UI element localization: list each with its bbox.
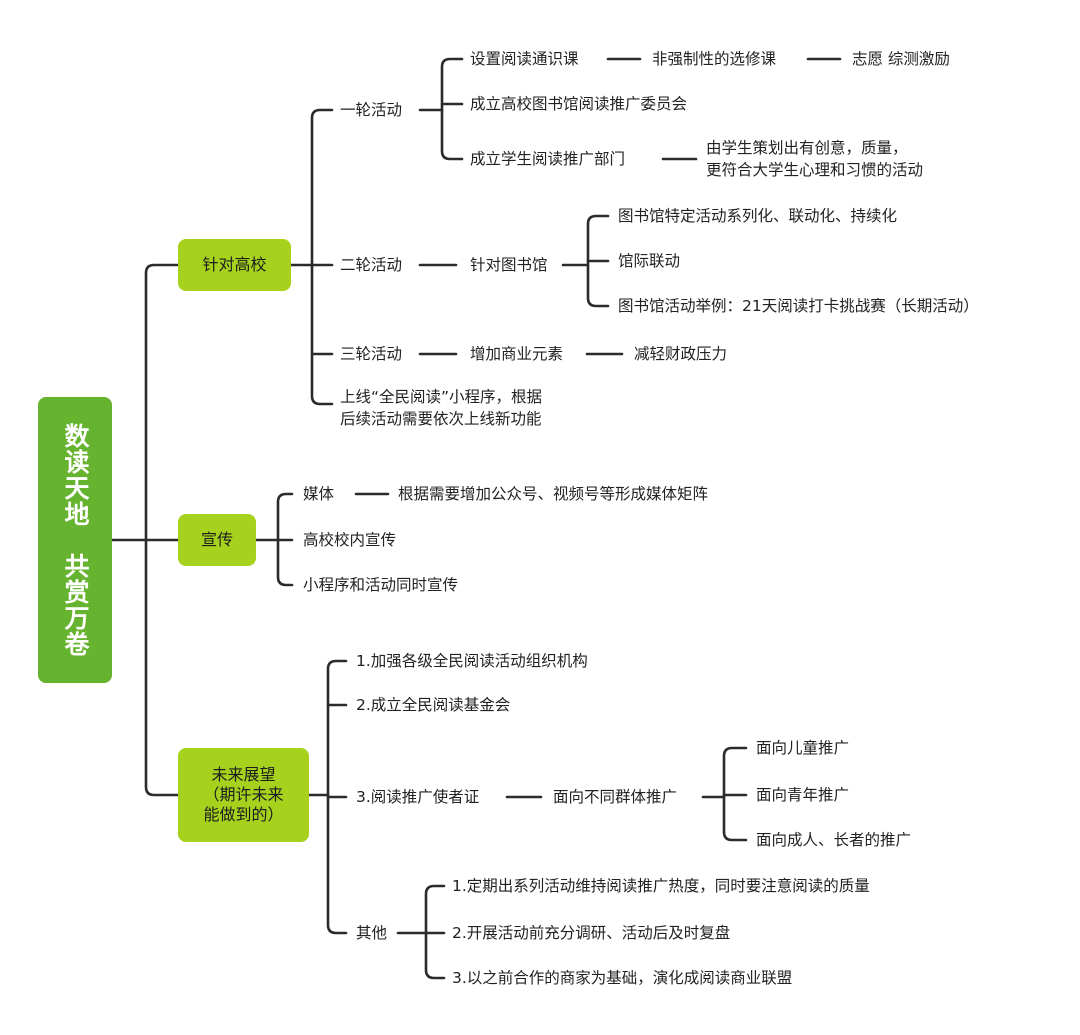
node-student-planning-line1[interactable]: 由学生策划出有创意，质量， [706, 139, 908, 157]
node-media-matrix[interactable]: 根据需要增加公众号、视频号等形成媒体矩阵 [398, 485, 709, 503]
node-other-2[interactable]: 2.开展活动前充分调研、活动后及时复盘 [452, 924, 731, 942]
node-promotion-committee[interactable]: 成立高校图书馆阅读推广委员会 [470, 95, 688, 113]
branch-future[interactable]: 未来展望 （期许未来 能做到的） [178, 748, 309, 842]
node-diverse-groups[interactable]: 面向不同群体推广 [553, 788, 678, 806]
node-future-1[interactable]: 1.加强各级全民阅读活动组织机构 [356, 652, 588, 670]
node-for-library[interactable]: 针对图书馆 [470, 256, 548, 274]
node-miniapp-line1[interactable]: 上线“全民阅读”小程序，根据 [340, 388, 543, 406]
node-group-children[interactable]: 面向儿童推广 [756, 739, 850, 757]
branch-universities[interactable]: 针对高校 [178, 239, 291, 291]
node-reduce-finance-pressure[interactable]: 减轻财政压力 [634, 345, 728, 363]
node-other[interactable]: 其他 [356, 924, 388, 942]
root-title: 数读天地 共赏万卷 [61, 423, 90, 657]
node-round3[interactable]: 三轮活动 [340, 345, 403, 363]
node-elective-course[interactable]: 非强制性的选修课 [652, 50, 777, 68]
node-library-series[interactable]: 图书馆特定活动系列化、联动化、持续化 [618, 207, 898, 225]
node-volunteer-incentive[interactable]: 志愿 综测激励 [852, 50, 950, 68]
node-future-3[interactable]: 3.阅读推广使者证 [356, 788, 480, 806]
node-miniapp-publicity[interactable]: 小程序和活动同时宣传 [303, 576, 459, 594]
branch-publicity[interactable]: 宣传 [178, 514, 256, 566]
node-round1[interactable]: 一轮活动 [340, 101, 403, 119]
root-node[interactable]: 数读天地 共赏万卷 [38, 397, 112, 683]
node-literacy-course[interactable]: 设置阅读通识课 [470, 50, 579, 68]
node-inter-library[interactable]: 馆际联动 [618, 252, 681, 270]
branch-universities-label: 针对高校 [202, 255, 267, 274]
node-group-youth[interactable]: 面向青年推广 [756, 786, 850, 804]
branch-future-label-line1: 未来展望 [211, 765, 276, 784]
node-future-2[interactable]: 2.成立全民阅读基金会 [356, 696, 511, 714]
node-miniapp-line2[interactable]: 后续活动需要依次上线新功能 [340, 410, 542, 428]
node-library-example[interactable]: 图书馆活动举例：21天阅读打卡挑战赛（长期活动） [618, 297, 979, 315]
node-student-department[interactable]: 成立学生阅读推广部门 [470, 150, 626, 168]
branch-future-label-line2: （期许未来 [203, 785, 284, 804]
node-media[interactable]: 媒体 [303, 485, 335, 503]
node-campus-publicity[interactable]: 高校校内宣传 [303, 531, 397, 549]
branch-publicity-label: 宣传 [200, 530, 233, 549]
node-group-adults[interactable]: 面向成人、长者的推广 [756, 831, 912, 849]
node-other-3[interactable]: 3.以之前合作的商家为基础，演化成阅读商业联盟 [452, 969, 793, 987]
node-student-planning-line2[interactable]: 更符合大学生心理和习惯的活动 [706, 161, 924, 179]
node-round2[interactable]: 二轮活动 [340, 256, 403, 274]
node-other-1[interactable]: 1.定期出系列活动维持阅读推广热度，同时要注意阅读的质量 [452, 877, 870, 895]
node-business-elements[interactable]: 增加商业元素 [470, 345, 564, 363]
branch-future-label-line3: 能做到的） [203, 805, 284, 824]
